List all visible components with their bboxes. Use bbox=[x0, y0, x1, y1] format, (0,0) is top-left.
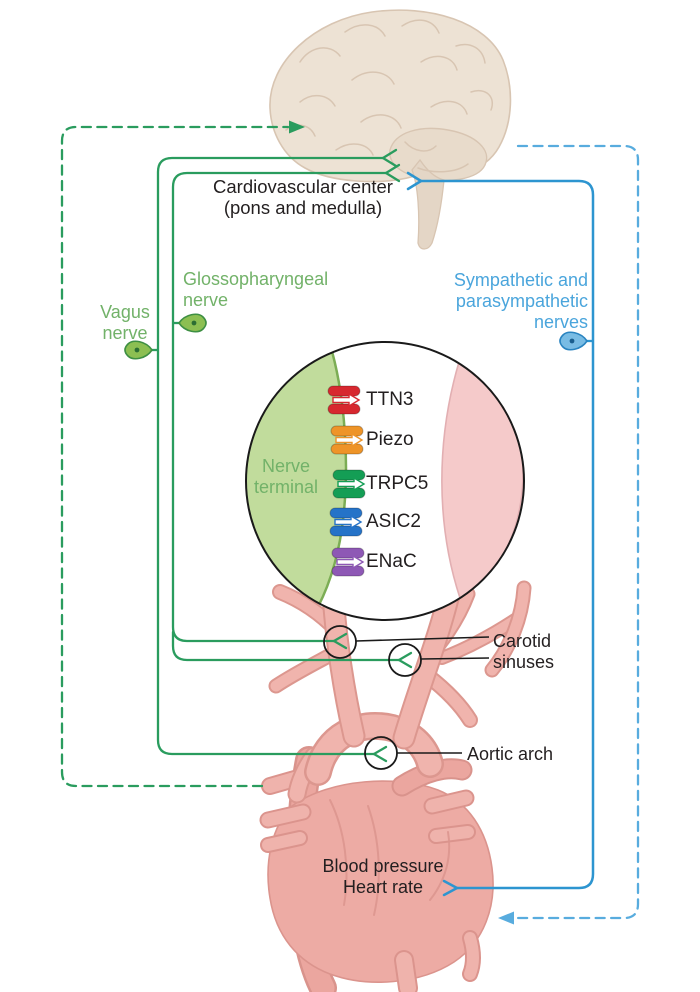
nerve-ending-fork-icon bbox=[442, 879, 459, 897]
sympathetic-line3: nerves bbox=[533, 312, 588, 332]
cardiovascular-center-line1: Cardiovascular center bbox=[213, 176, 393, 197]
green-dashed-feedback-path bbox=[60, 125, 290, 788]
heart-and-vessels-illustration bbox=[259, 588, 524, 992]
nerve-ending-fork-icon bbox=[332, 632, 348, 650]
carotid-sinus-left-circle bbox=[323, 625, 357, 659]
blue-dashed-feedback-path bbox=[512, 144, 640, 920]
nerve-terminal-label: Nerve terminal bbox=[234, 456, 338, 498]
carotid-line1: Carotid bbox=[493, 631, 552, 651]
asic2-channel-icon bbox=[329, 507, 363, 537]
nerve-ending-fork-icon bbox=[397, 651, 413, 669]
sympathetic-parasympathetic-label: Sympathetic and parasympathetic nerves bbox=[430, 270, 588, 333]
piezo-channel-icon bbox=[330, 425, 364, 455]
baroreceptor-sites bbox=[323, 625, 490, 770]
channel-label-enac: ENaC bbox=[366, 551, 417, 572]
glossopharyngeal-soma-icon bbox=[173, 313, 207, 333]
aortic-arch-text: Aortic arch bbox=[467, 744, 554, 764]
enac-channel-icon bbox=[331, 547, 365, 577]
nerve-ending-fork-icon bbox=[384, 163, 401, 183]
blood-pressure-line: Blood pressure bbox=[322, 856, 444, 876]
heart-rate-line: Heart rate bbox=[342, 877, 424, 897]
glossopharyngeal-branch-path bbox=[171, 630, 401, 662]
inset-circle-outline bbox=[245, 341, 525, 621]
glossopharyngeal-line2: nerve bbox=[183, 290, 229, 310]
sympathetic-line1: Sympathetic and bbox=[453, 270, 588, 290]
nerve-terminal-line2: terminal bbox=[253, 477, 319, 497]
vagus-line2: nerve bbox=[102, 323, 148, 343]
efferent-nerve-paths bbox=[406, 144, 640, 920]
vagus-nerve-path bbox=[156, 156, 385, 756]
ttn3-channel-icon bbox=[327, 385, 361, 415]
carotid-pointer-line bbox=[355, 636, 490, 642]
glossopharyngeal-line1: Glossopharyngeal bbox=[183, 269, 329, 289]
trpc5-channel-icon bbox=[332, 469, 366, 499]
glossopharyngeal-nerve-path bbox=[171, 171, 388, 643]
nerve-ending-fork-icon bbox=[381, 148, 398, 168]
nerve-ending-fork-icon bbox=[406, 171, 423, 191]
carotid-line2: sinuses bbox=[493, 652, 555, 672]
sympathetic-soma-icon bbox=[559, 331, 593, 351]
carotid-pointer-line bbox=[420, 657, 490, 660]
sympathetic-parasympathetic-path bbox=[419, 179, 595, 890]
vessel-wall-region bbox=[441, 360, 524, 600]
aortic-arch-label: Aortic arch bbox=[467, 744, 553, 765]
nerve-ending-fork-icon bbox=[372, 745, 388, 763]
nerve-terminal-line1: Nerve bbox=[261, 456, 310, 476]
afferent-nerve-paths bbox=[60, 125, 413, 788]
cardiovascular-center-label: Cardiovascular center (pons and medulla) bbox=[198, 176, 408, 218]
carotid-sinus-right-circle bbox=[388, 643, 422, 677]
channel-label-ttn3: TTN3 bbox=[366, 389, 414, 410]
vagus-nerve-label: Vagus nerve bbox=[84, 302, 166, 344]
vagus-line1: Vagus bbox=[100, 302, 150, 322]
blood-pressure-heart-rate-label: Blood pressure Heart rate bbox=[298, 856, 468, 898]
channel-label-piezo: Piezo bbox=[366, 429, 414, 450]
brain-gyri-lines bbox=[285, 19, 493, 173]
carotid-sinuses-label: Carotid sinuses bbox=[493, 631, 554, 673]
vagus-soma-icon bbox=[124, 340, 158, 360]
channel-label-trpc5: TRPC5 bbox=[366, 473, 429, 494]
blue-arrowhead-icon bbox=[498, 911, 514, 925]
channel-label-asic2: ASIC2 bbox=[366, 511, 421, 532]
green-arrowhead-icon bbox=[289, 120, 305, 134]
sympathetic-line2: parasympathetic bbox=[455, 291, 588, 311]
glossopharyngeal-nerve-label: Glossopharyngeal nerve bbox=[183, 269, 328, 311]
cardiovascular-center-line2: (pons and medulla) bbox=[223, 197, 383, 218]
